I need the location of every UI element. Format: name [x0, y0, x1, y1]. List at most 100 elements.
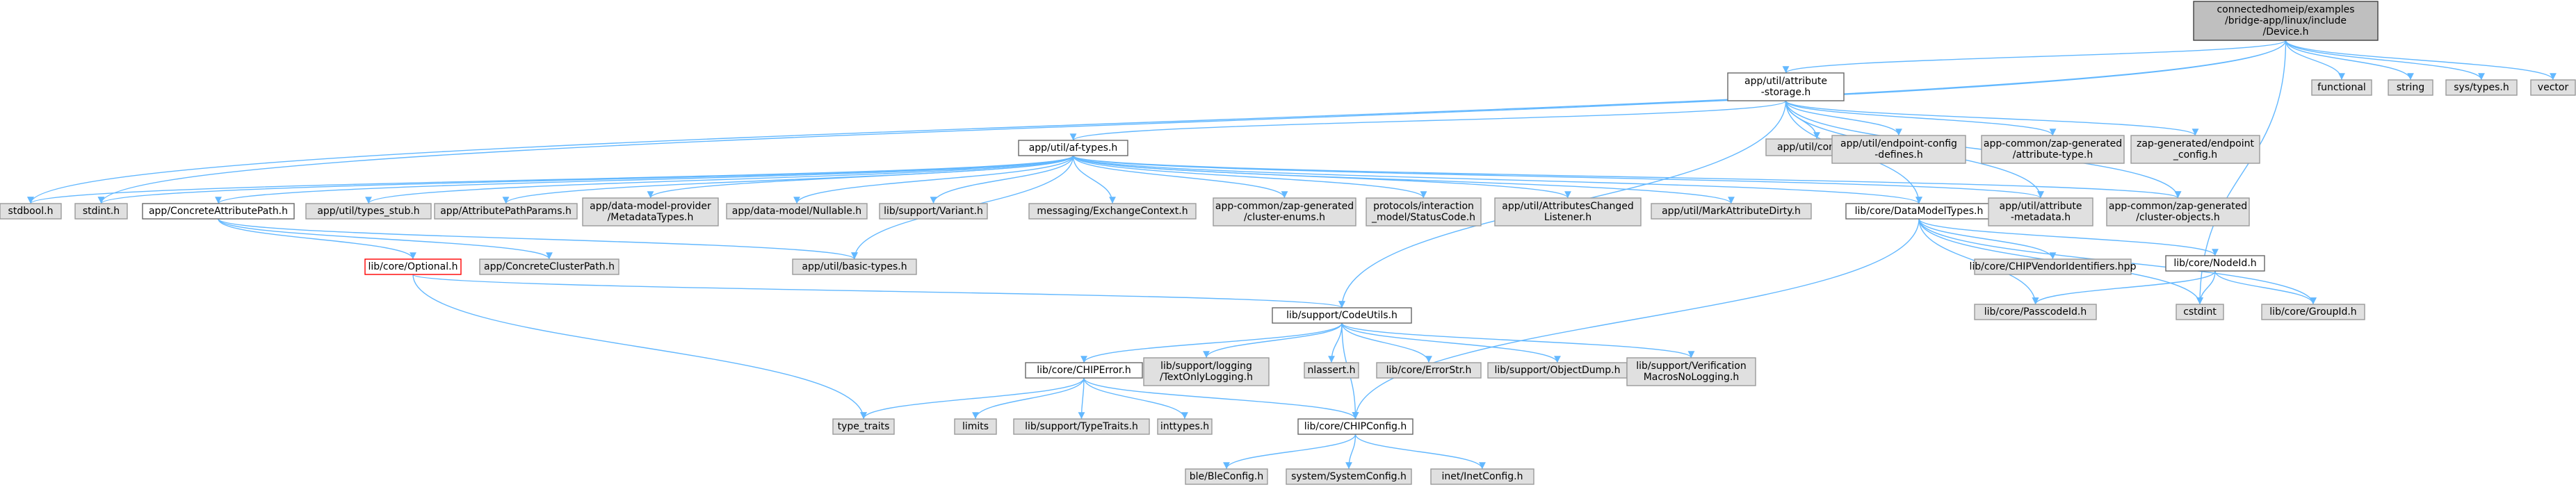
- node-stdint: stdint.h: [74, 203, 128, 220]
- node-label: limits: [962, 421, 989, 432]
- node-data-model-types[interactable]: lib/core/DataModelTypes.h: [1845, 203, 1993, 220]
- node-label: app/util/MarkAttributeDirty.h: [1662, 206, 1801, 217]
- node-verification-macros: lib/support/VerificationMacrosNoLogging.…: [1626, 357, 1756, 386]
- edge-af_types-to-stdbool: [27, 155, 1074, 204]
- node-box: [0, 203, 62, 220]
- node-cluster-objects: app-common/zap-generated/cluster-objects…: [2106, 197, 2250, 227]
- node-box: [2530, 79, 2576, 96]
- node-label: lib/core/CHIPVendorIdentifiers.hpp: [1970, 261, 2137, 272]
- node-code-utils[interactable]: lib/support/CodeUtils.h: [1272, 307, 1412, 324]
- node-label: lib/support/TypeTraits.h: [1025, 421, 1138, 432]
- node-basic-types: app/util/basic-types.h: [792, 258, 917, 275]
- node-label: lib/core/DataModelTypes.h: [1855, 206, 1984, 217]
- node-box: [364, 258, 462, 275]
- node-label: app/util/types_stub.h: [317, 206, 419, 217]
- edges-layer: [27, 40, 2557, 470]
- edge-code_utils-to-object_dump: [1341, 322, 1561, 363]
- node-metadata-types: app/data-model-provider/MetadataTypes.h: [582, 197, 719, 227]
- node-optional[interactable]: lib/core/Optional.h: [364, 258, 462, 275]
- edge-af_types-to-types_stub: [365, 155, 1074, 204]
- edge-chip_error-to-type_traits: [860, 377, 1085, 420]
- node-label: lib/core/Optional.h: [368, 261, 458, 272]
- edge-af_types-to-variant: [930, 155, 1074, 204]
- node-label: app/data-model/Nullable.h: [732, 206, 861, 217]
- node-attr-metadata: app/util/attribute-metadata.h: [1988, 197, 2093, 227]
- edge-node_id-to-cstdint: [2196, 270, 2216, 305]
- node-box: [2193, 1, 2379, 41]
- edge-node_id-to-passcode_id: [2032, 270, 2216, 305]
- node-box: [879, 203, 988, 220]
- node-cstdint: cstdint: [2176, 304, 2224, 320]
- node-group-id: lib/core/GroupId.h: [2261, 304, 2365, 320]
- node-label: lib/core/PasscodeId.h: [1984, 306, 2087, 318]
- edge-chip_config-to-ble_config: [1223, 434, 1356, 470]
- node-box: [2130, 135, 2260, 164]
- node-chip-error[interactable]: lib/core/CHIPError.h: [1025, 362, 1143, 379]
- node-concrete-attr[interactable]: app/ConcreteAttributePath.h: [142, 203, 295, 220]
- node-label: nlassert.h: [1307, 365, 1355, 376]
- edge-node_id-to-group_id: [2214, 270, 2317, 305]
- node-box: [1304, 362, 1359, 379]
- node-vector: vector: [2530, 79, 2576, 96]
- node-box: [1157, 418, 1213, 435]
- node-error-str: lib/core/ErrorStr.h: [1376, 362, 1482, 379]
- node-box: [1831, 135, 1966, 164]
- node-box: [792, 258, 917, 275]
- node-label: app-common/zap-generated: [1984, 138, 2122, 149]
- edge-code_utils-to-error_str: [1341, 322, 1432, 363]
- node-nullable: app/data-model/Nullable.h: [726, 203, 868, 220]
- node-concrete-cluster: app/ConcreteClusterPath.h: [479, 258, 619, 275]
- node-chip-config[interactable]: lib/core/CHIPConfig.h: [1297, 418, 1413, 435]
- node-label: lib/support/Variant.h: [884, 206, 983, 217]
- node-system-config: system/SystemConfig.h: [1286, 468, 1412, 485]
- edge-chip_config-to-inet_config: [1354, 434, 1486, 470]
- edge-root-to-functional: [2285, 40, 2345, 81]
- node-label: stdbool.h: [8, 206, 54, 217]
- node-label: lib/support/ObjectDump.h: [1495, 365, 1621, 376]
- node-root[interactable]: connectedhomeip/examples/bridge-app/linu…: [2193, 1, 2379, 41]
- node-box: [1286, 468, 1412, 485]
- node-nlassert: nlassert.h: [1304, 362, 1359, 379]
- node-box: [1727, 72, 1845, 101]
- node-label: inttypes.h: [1160, 421, 1209, 432]
- node-inttypes: inttypes.h: [1157, 418, 1213, 435]
- edge-chip_error-to-support_type_traits: [1078, 377, 1085, 420]
- node-af-types[interactable]: app/util/af-types.h: [1018, 140, 1128, 156]
- node-variant: lib/support/Variant.h: [879, 203, 988, 220]
- node-types-stub: app/util/types_stub.h: [305, 203, 432, 220]
- node-box: [1185, 468, 1268, 485]
- node-box: [1974, 258, 2132, 275]
- node-box: [1430, 468, 1534, 485]
- node-object-dump: lib/support/ObjectDump.h: [1487, 362, 1628, 379]
- node-box: [1018, 140, 1128, 156]
- node-box: [479, 258, 619, 275]
- node-label: app/ConcreteAttributePath.h: [149, 206, 288, 217]
- node-vendor-ids: lib/core/CHIPVendorIdentifiers.hpp: [1970, 258, 2137, 275]
- edge-concrete_attr-to-basic_types: [218, 218, 858, 260]
- node-box: [305, 203, 432, 220]
- edge-af_types-to-mark_dirty: [1072, 155, 1735, 204]
- node-node-id[interactable]: lib/core/NodeId.h: [2165, 255, 2265, 272]
- node-box: [1297, 418, 1413, 435]
- node-label: /bridge-app/linux/include: [2225, 15, 2347, 26]
- node-limits: limits: [954, 418, 997, 435]
- edge-concrete_attr-to-optional: [218, 218, 416, 260]
- node-box: [74, 203, 128, 220]
- node-label: cstdint: [2183, 306, 2217, 318]
- node-type-traits: type_traits: [832, 418, 895, 435]
- node-label: lib/support/logging: [1160, 361, 1252, 372]
- node-inet-config: inet/InetConfig.h: [1430, 468, 1534, 485]
- node-box: [2445, 79, 2518, 96]
- node-label: app/util/AttributesChanged: [1502, 201, 1634, 212]
- node-label: lib/core/CHIPError.h: [1037, 365, 1131, 376]
- node-box: [434, 203, 578, 220]
- edge-concrete_attr-to-concrete_cluster: [218, 218, 553, 260]
- edge-af_types-to-status_code: [1072, 155, 1427, 199]
- edge-root-to-sys_types: [2285, 40, 2485, 81]
- node-attr-storage[interactable]: app/util/attribute-storage.h: [1727, 72, 1845, 101]
- node-label: connectedhomeip/examples: [2217, 4, 2354, 15]
- node-label: protocols/interaction: [1373, 201, 1474, 212]
- node-box: [142, 203, 295, 220]
- node-box: [1981, 135, 2125, 164]
